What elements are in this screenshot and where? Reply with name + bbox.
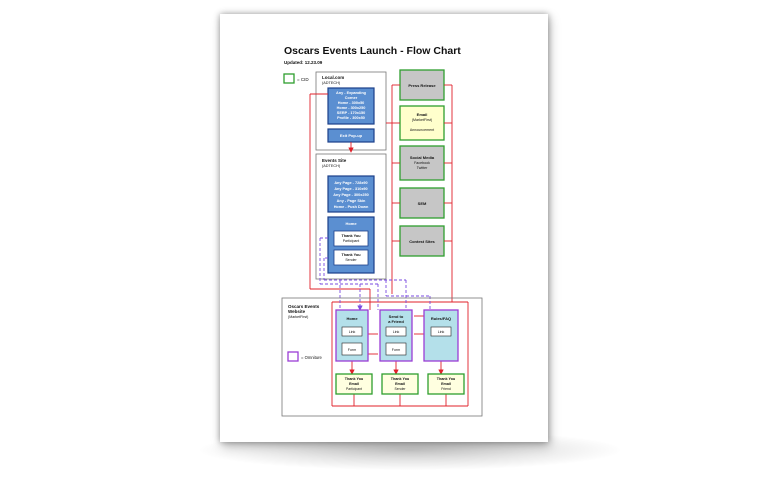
channels-column: Press Release Email (MarketFirst) Announ… [399, 69, 445, 257]
events-site-subtitle: (ADTECH) [322, 164, 341, 168]
events-ad-line: Any Page - 310x90 [334, 187, 367, 191]
local-exit-popup-label: Exit Pop-up [340, 133, 363, 138]
events-ad-line: Home - Push Down [334, 205, 369, 209]
press-release-label: Press Release [408, 83, 436, 88]
website-rules-faq-link-label: Link [438, 330, 445, 334]
ty-email-friend-line: Email [441, 382, 451, 386]
website-send-friend-link-label: Link [393, 330, 400, 334]
ty-email-sender-line: Sender [395, 387, 407, 391]
legend-cid-swatch [283, 73, 295, 84]
contest-sites-label: Contest Sites [409, 239, 435, 244]
website-home-link-label: Link [349, 330, 356, 334]
events-ad-line: Any Page - 300x250 [333, 193, 368, 197]
ty-email-participant-line: Email [349, 382, 359, 386]
email-line: Announcement [410, 128, 434, 132]
website-send-friend-title-line: a Friend [388, 319, 404, 324]
ty-email-friend-line: Thank You [437, 377, 456, 381]
website-title-line: Oscars Events [288, 304, 320, 309]
ty-email-friend-line: Friend [441, 387, 451, 391]
website-home-form-box [341, 342, 363, 356]
sem-label: SEM [418, 201, 427, 206]
events-ty-participant-line: Participant [343, 239, 360, 243]
local-title: Local.com [322, 75, 344, 80]
ty-email-sender-line: Thank You [391, 377, 410, 381]
events-ty-sender-line: Thank You [341, 253, 361, 257]
events-site-title: Events Site [322, 158, 347, 163]
contest-sites-box [399, 225, 445, 257]
document-page: Oscars Events Launch - Flow Chart Update… [220, 14, 548, 442]
ty-email-participant-line: Participant [346, 387, 362, 391]
events-ad-line: Any Page - 728x90 [334, 181, 367, 185]
social-media-line: Twitter [417, 166, 428, 170]
ty-email-sender-line: Email [395, 382, 405, 386]
legend-cid-label: = CID [297, 77, 309, 82]
local-ad-line: Home - 300x50 [338, 101, 365, 105]
local-ad-line: Home - 300x250 [337, 106, 366, 110]
ty-email-sender-box [381, 373, 419, 395]
website-subtitle: (MarketFirst) [288, 315, 308, 319]
events-ad-units-box [327, 175, 375, 213]
email-line: Email [417, 112, 428, 117]
local-ad-line: Profile - 300x50 [337, 116, 365, 120]
events-ad-line: Any - Page Skin [337, 199, 366, 203]
website-home-form-label: Form [348, 348, 356, 352]
local-subtitle: (ADTECH) [322, 81, 341, 85]
website-send-friend-form-label: Form [392, 348, 400, 352]
website-title-line: Website [288, 309, 306, 314]
legend-omniture-label: = Omniture [301, 355, 323, 360]
local-ad-line: SERP - 170x150 [337, 111, 365, 115]
red-connectors [309, 84, 469, 407]
events-ty-participant-line: Thank You [341, 234, 361, 238]
local-ad-line: Corner [345, 96, 358, 100]
ty-email-participant-box [335, 373, 373, 395]
website-home-page-title: Home [346, 316, 358, 321]
press-release-box [399, 69, 445, 101]
email-line: (MarketFirst) [412, 118, 432, 122]
events-ty-sender-line: Sender [345, 258, 357, 262]
website-home-link-box [341, 326, 363, 337]
chart-title: Oscars Events Launch - Flow Chart [284, 45, 461, 57]
local-ad-line: Any - Expanding [336, 91, 367, 95]
website-rules-faq-title: Rules/FAQ [431, 316, 451, 321]
events-ty-sender-box [333, 249, 369, 266]
social-media-line: Social Media [410, 155, 435, 160]
flow-chart: Oscars Events Launch - Flow Chart Update… [281, 45, 483, 417]
local-ad-units-box [327, 87, 375, 125]
website-send-friend-title-line: Send to [389, 314, 404, 319]
social-media-line: Facebook [414, 161, 430, 165]
sem-box [399, 187, 445, 219]
website-rules-faq-link-box [430, 326, 452, 337]
website-send-friend-form-box [385, 342, 407, 356]
events-ty-participant-box [333, 230, 369, 247]
website-container [281, 297, 483, 417]
events-home-label: Home [345, 221, 357, 226]
ty-email-participant-line: Thank You [345, 377, 364, 381]
legend-omniture-swatch [287, 351, 299, 362]
website-send-friend-link-box [385, 326, 407, 337]
ty-email-friend-box [427, 373, 465, 395]
updated-date: Updated: 12.23.09 [284, 60, 323, 65]
